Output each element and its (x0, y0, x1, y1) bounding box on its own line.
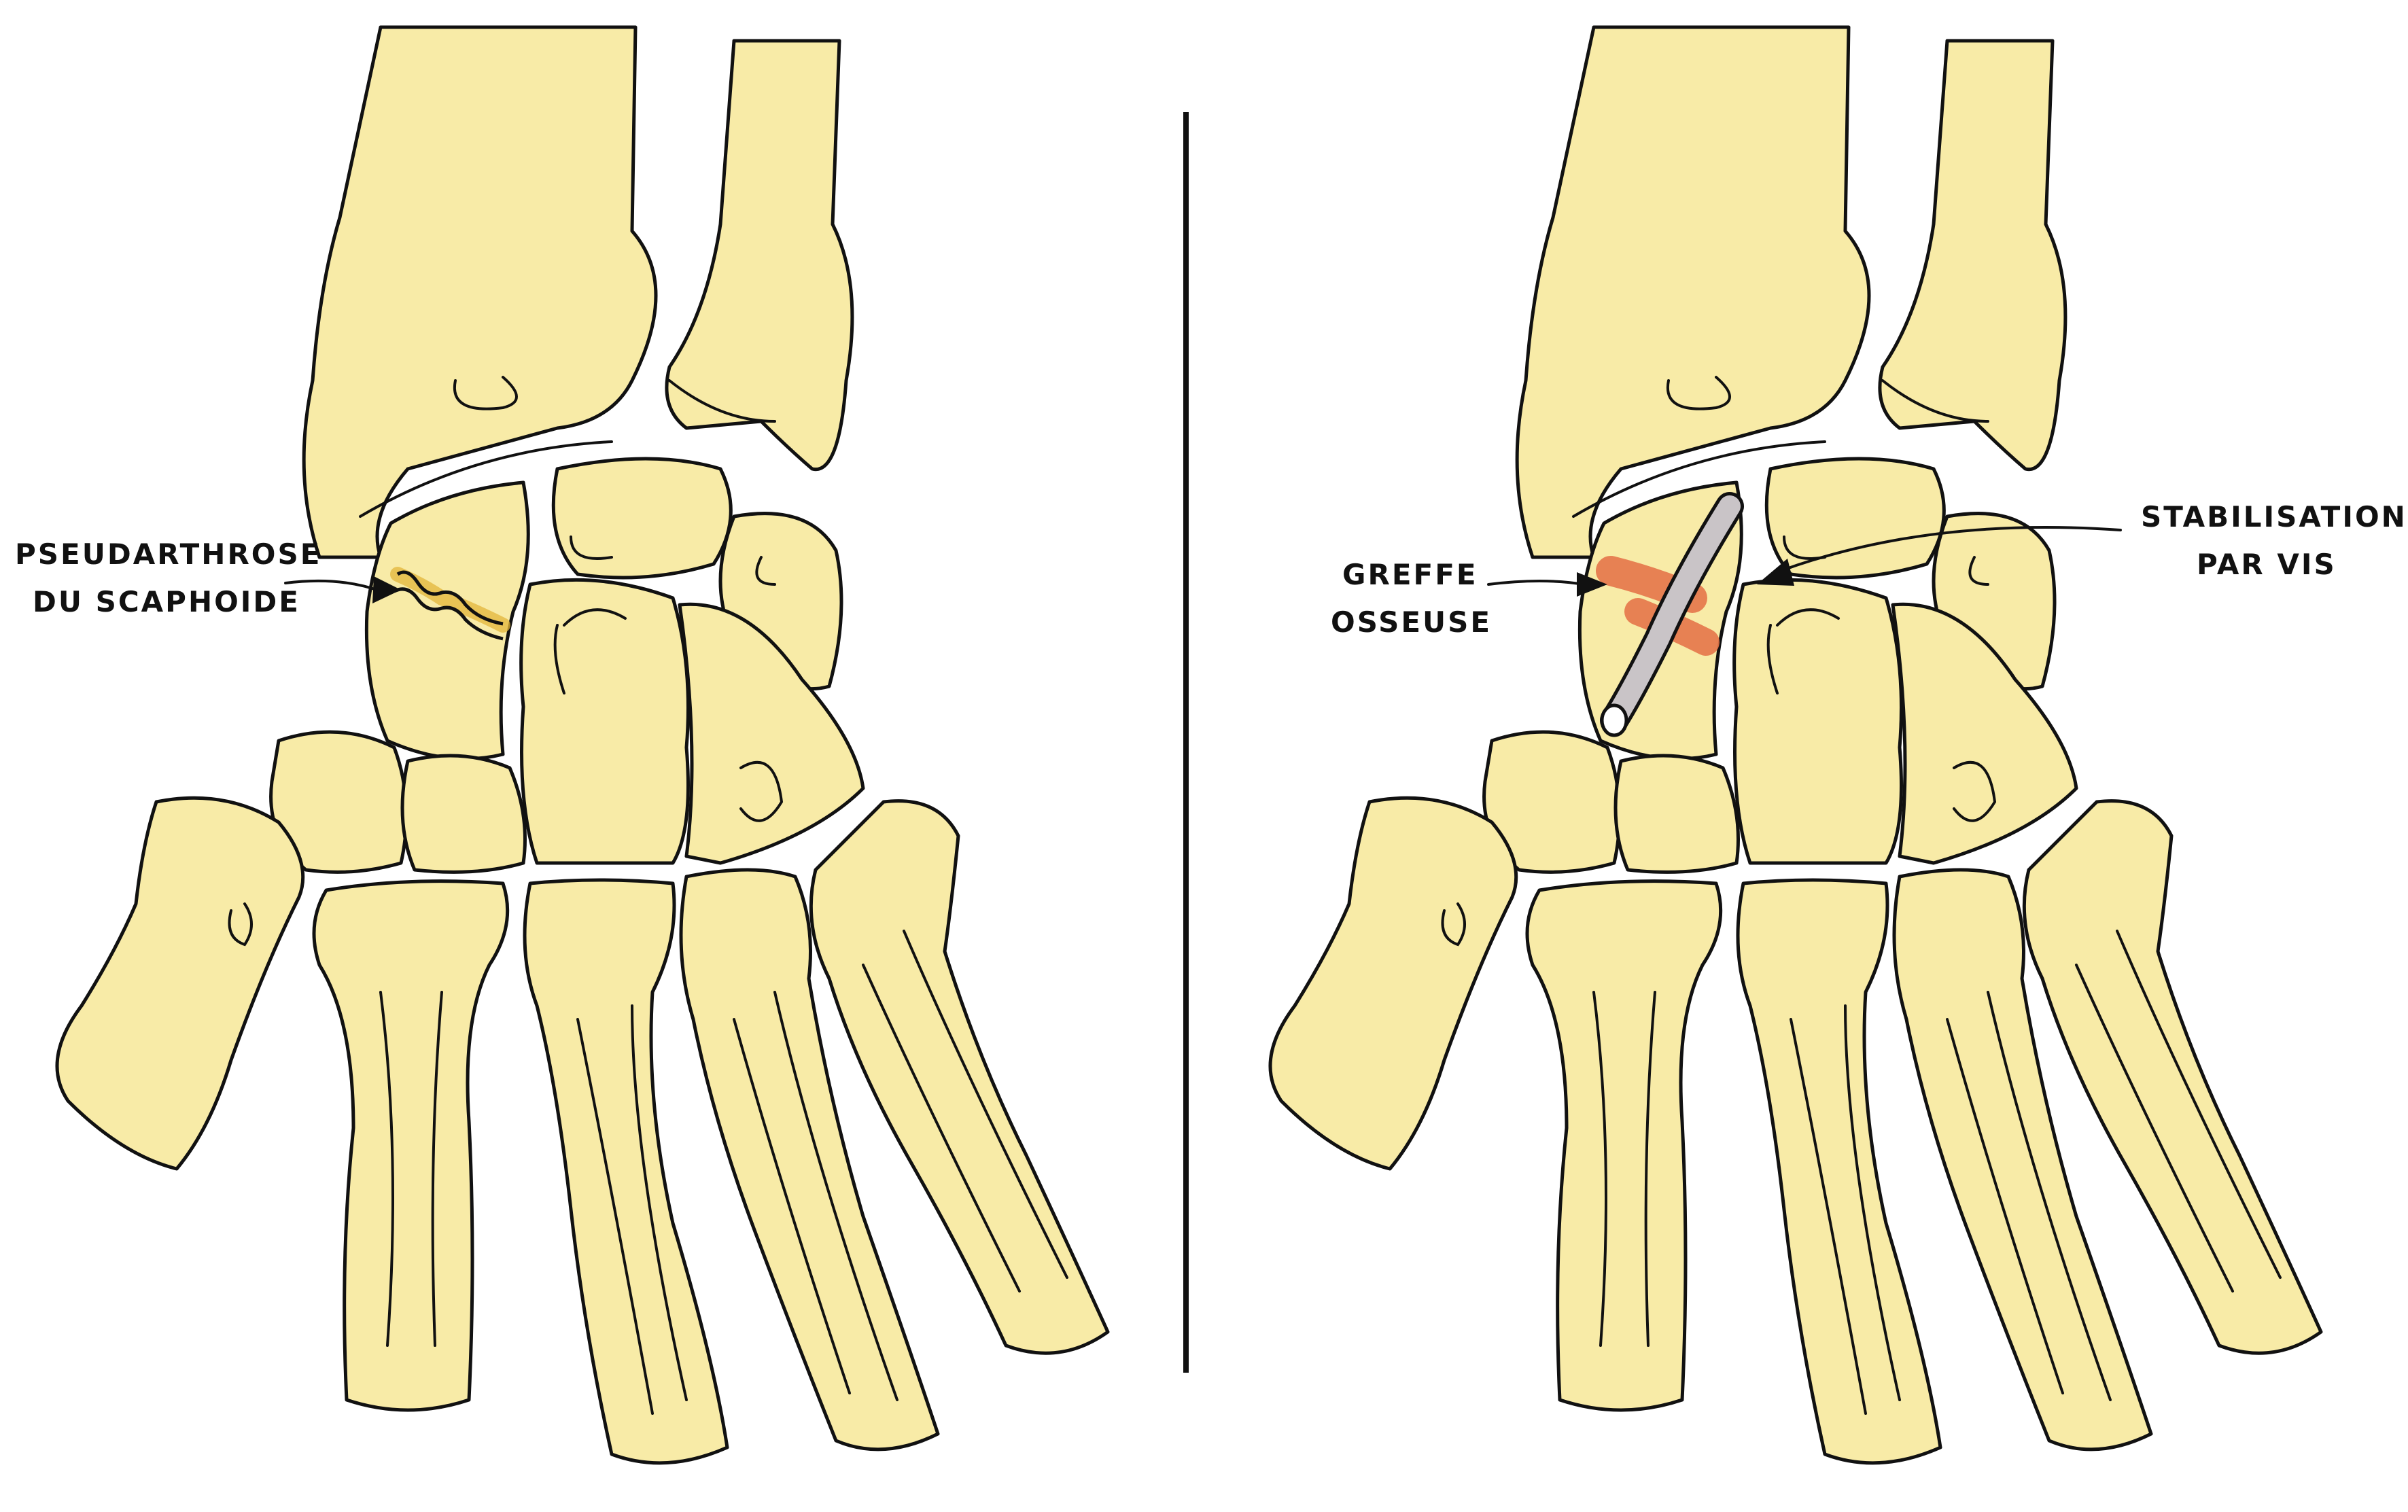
arrow-head (372, 576, 401, 603)
fracture-label-line2: DU SCAPHOIDE (33, 585, 300, 618)
screw (1600, 492, 1744, 737)
screw-arrow-head (1757, 559, 1794, 586)
fracture-line (390, 567, 510, 641)
screw-label-line2: PAR VIS (2197, 548, 2337, 581)
graft-arrow (1487, 580, 1585, 586)
graft-arrow-head (1577, 572, 1607, 597)
screw-arrow (1779, 526, 2122, 572)
label-arrow (284, 579, 382, 593)
graft-label-line2: OSSEUSE (1331, 605, 1492, 639)
fracture-label-line1: PSEUDARTHROSE (15, 538, 321, 571)
screw-label-line1: STABILISATION (2141, 500, 2407, 533)
graft-label-line1: GREFFE (1342, 558, 1478, 591)
right-panel-wrist (1270, 27, 2321, 1463)
left-panel-wrist (57, 27, 1108, 1463)
